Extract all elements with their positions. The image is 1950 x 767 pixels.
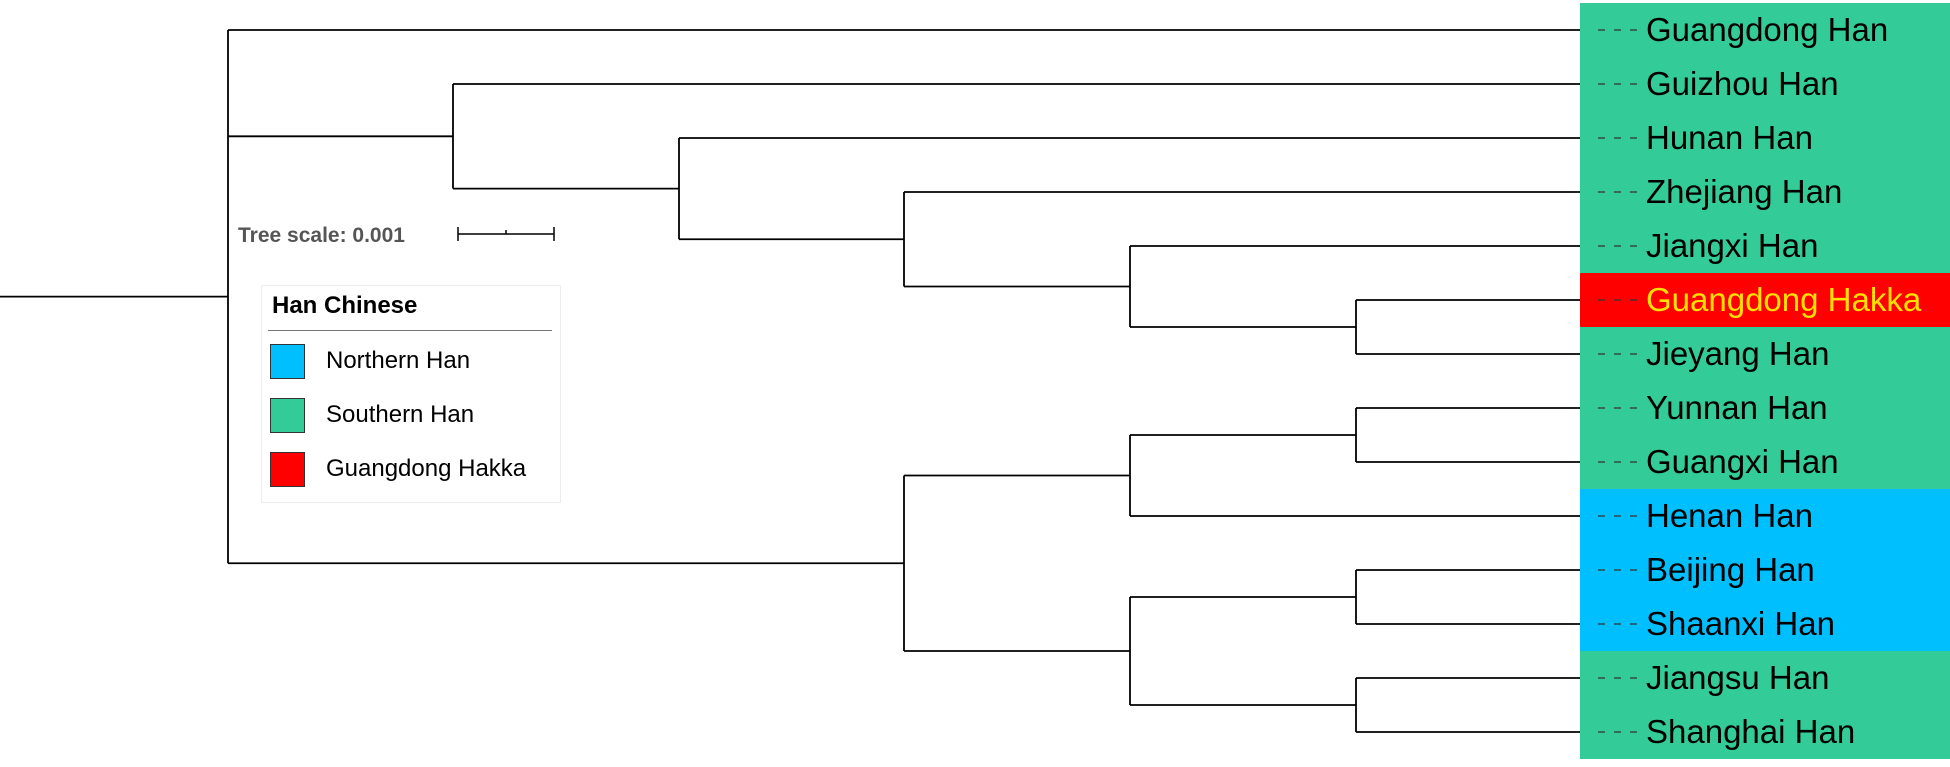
leaf-band-guizhou-han: [1580, 57, 1950, 111]
leaf-label-shanghai-han: Shanghai Han: [1646, 713, 1855, 750]
leaf-label-guangdong-hakka: Guangdong Hakka: [1646, 281, 1922, 318]
tree-branches: [0, 29, 1580, 733]
legend-title: Han Chinese: [272, 292, 418, 319]
legend-swatch-southern-han: [270, 398, 305, 433]
legend-item-guangdong-hakka: Guangdong Hakka: [270, 451, 560, 491]
leaf-band-hunan-han: [1580, 111, 1950, 165]
legend-item-southern-han: Southern Han: [270, 397, 560, 437]
leaf-label-guangxi-han: Guangxi Han: [1646, 443, 1839, 480]
leaf-band-yunnan-han: [1580, 381, 1950, 435]
tree-scale: Tree scale: 0.001: [238, 224, 555, 247]
leaf-label-shaanxi-han: Shaanxi Han: [1646, 605, 1835, 642]
legend-divider: [268, 330, 552, 331]
leaf-band-shanghai-han: [1580, 705, 1950, 759]
leaf-band-jieyang-han: [1580, 327, 1950, 381]
leaf-label-jiangxi-han: Jiangxi Han: [1646, 227, 1818, 264]
leaf-band-jiangsu-han: [1580, 651, 1950, 705]
legend-swatch-northern-han: [270, 344, 305, 379]
leaf-band-zhejiang-han: [1580, 165, 1950, 219]
legend: Han Chinese Northern Han Southern Han Gu…: [261, 285, 561, 503]
leaf-band-guangdong-hakka: [1580, 273, 1950, 327]
leaf-band-henan-han: [1580, 489, 1950, 543]
leaf-band-jiangxi-han: [1580, 219, 1950, 273]
legend-item-northern-han: Northern Han: [270, 343, 560, 383]
leaf-band-guangxi-han: [1580, 435, 1950, 489]
leaf-label-henan-han: Henan Han: [1646, 497, 1813, 534]
leaf-label-guangdong-han: Guangdong Han: [1646, 11, 1888, 48]
leaf-band-guangdong-han: [1580, 3, 1950, 57]
legend-swatch-guangdong-hakka: [270, 452, 305, 487]
leaf-color-bands: [1580, 3, 1950, 759]
leaf-band-beijing-han: [1580, 543, 1950, 597]
legend-label: Northern Han: [326, 347, 471, 374]
leaf-label-jiangsu-han: Jiangsu Han: [1646, 659, 1829, 696]
tree-scale-label: Tree scale: 0.001: [238, 224, 405, 247]
leaf-label-jieyang-han: Jieyang Han: [1646, 335, 1829, 372]
leaf-label-hunan-han: Hunan Han: [1646, 119, 1813, 156]
leaf-label-yunnan-han: Yunnan Han: [1646, 389, 1828, 426]
legend-label: Southern Han: [326, 401, 475, 428]
leaf-band-shaanxi-han: [1580, 597, 1950, 651]
leaf-label-guizhou-han: Guizhou Han: [1646, 65, 1839, 102]
leaf-label-beijing-han: Beijing Han: [1646, 551, 1815, 588]
leaf-label-zhejiang-han: Zhejiang Han: [1646, 173, 1842, 210]
legend-label: Guangdong Hakka: [326, 455, 527, 482]
